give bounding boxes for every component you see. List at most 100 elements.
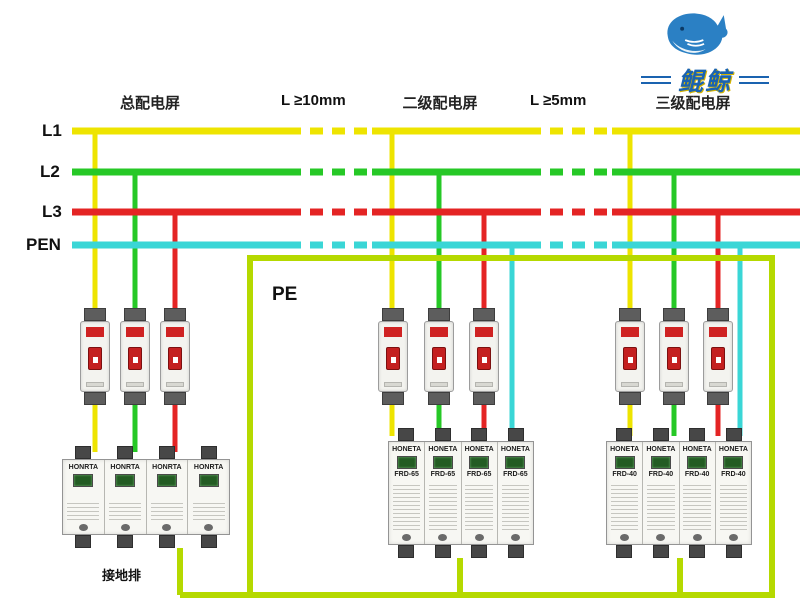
breaker-toggle [386, 347, 400, 370]
spd-screw [656, 534, 666, 541]
breaker-top-terminal [382, 308, 404, 321]
breaker-toggle [432, 347, 446, 370]
spd-status-window [115, 474, 136, 487]
spd-module: HONRTA [105, 460, 147, 534]
terminal [507, 428, 524, 441]
breaker-bottom-terminal [473, 392, 495, 405]
breaker-top-terminal [84, 308, 106, 321]
pe-conductor [177, 255, 775, 598]
terminal [652, 545, 669, 558]
spd-brand: HONRTA [110, 464, 140, 471]
breaker-bottom-terminal [619, 392, 641, 405]
spd-brand: HONETA [392, 446, 422, 453]
spd-spec-text [683, 482, 711, 532]
spd-screw [474, 534, 484, 541]
terminal [616, 428, 633, 441]
spd-module: HONETA FRD-40 [607, 442, 644, 544]
breaker-toggle [667, 347, 681, 370]
spd-spec-text [501, 482, 530, 532]
spd-screw [620, 534, 630, 541]
breaker-rating-label [86, 327, 104, 337]
spd-bottom-terminals [388, 545, 534, 558]
spd-brand: HONETA [464, 446, 494, 453]
terminal [117, 446, 133, 459]
spd-brand: HONRTA [152, 464, 182, 471]
spd-screw [204, 524, 214, 531]
breaker-rating-label [430, 327, 448, 337]
breaker-body [160, 321, 190, 392]
breaker-rating-label [621, 327, 639, 337]
terminal [75, 535, 91, 548]
spd-status-window [156, 474, 177, 487]
spd-spec-text [109, 500, 142, 522]
whale-logo-icon [667, 13, 728, 55]
breaker-top-terminal [473, 308, 495, 321]
label-bus-l2: L2 [40, 162, 60, 181]
breaker-top-terminal [663, 308, 685, 321]
terminal [201, 535, 217, 548]
terminal [117, 535, 133, 548]
breaker-top-terminal [619, 308, 641, 321]
breaker-top-terminal [164, 308, 186, 321]
spd-spec-text [150, 500, 183, 522]
breaker-rating-label [126, 327, 144, 337]
spd-status-window [432, 456, 453, 469]
label-bus-l1: L1 [42, 121, 62, 140]
breaker-foot [86, 382, 104, 387]
spd-brand: HONRTA [68, 464, 99, 471]
spd-status-window [73, 474, 94, 487]
breaker-rating-label [709, 327, 727, 337]
spd-top-terminals [606, 428, 752, 441]
spd-status-window [469, 456, 490, 469]
spd-brand: HONETA [500, 446, 530, 453]
spd-module: HONETA FRD-65 [498, 442, 533, 544]
spd-spec-text [429, 482, 457, 532]
spd-model: FRD-65 [503, 471, 528, 478]
breaker-body [469, 321, 499, 392]
breaker-body [378, 321, 408, 392]
terminal [725, 428, 742, 441]
circuit-breaker-3-right [703, 308, 733, 405]
label-distance-1: L ≥10mm [281, 92, 346, 109]
label-pe: PE [272, 284, 298, 305]
spd-spec-text [719, 482, 748, 532]
spd-brand: HONETA [682, 446, 712, 453]
terminal [159, 446, 175, 459]
logo-brand-text: 鲲鲸 [677, 68, 732, 96]
breaker-toggle [477, 347, 491, 370]
breaker-toggle [128, 347, 142, 370]
spd-spec-text [192, 500, 225, 522]
breaker-foot [621, 382, 639, 387]
spd-spec-text [647, 482, 675, 532]
breaker-foot [475, 382, 493, 387]
terminal [398, 428, 415, 441]
breaker-bottom-terminal [164, 392, 186, 405]
breaker-foot [166, 382, 184, 387]
spd-model: FRD-65 [430, 471, 456, 478]
breaker-body [120, 321, 150, 392]
label-main-panel: 总配电屏 [119, 95, 180, 112]
spd-status-window [650, 456, 671, 469]
spd-brand: HONETA [610, 446, 640, 453]
spd-screw [728, 534, 738, 541]
logo-flourish-left [640, 76, 671, 84]
label-distance-2: L ≥5mm [530, 92, 587, 109]
spd-unit-left: HONRTA HONRTA HONRTA HONRTA [62, 446, 230, 548]
breaker-foot [384, 382, 402, 387]
breaker-foot [430, 382, 448, 387]
spd-model: FRD-40 [612, 471, 637, 478]
spd-spec-text [67, 500, 100, 522]
breaker-foot [709, 382, 727, 387]
terminal [434, 428, 451, 441]
breaker-body [703, 321, 733, 392]
spd-screw [162, 524, 172, 531]
spd-status-window [723, 456, 744, 469]
terminal [159, 535, 175, 548]
spd-spec-text [610, 482, 639, 532]
